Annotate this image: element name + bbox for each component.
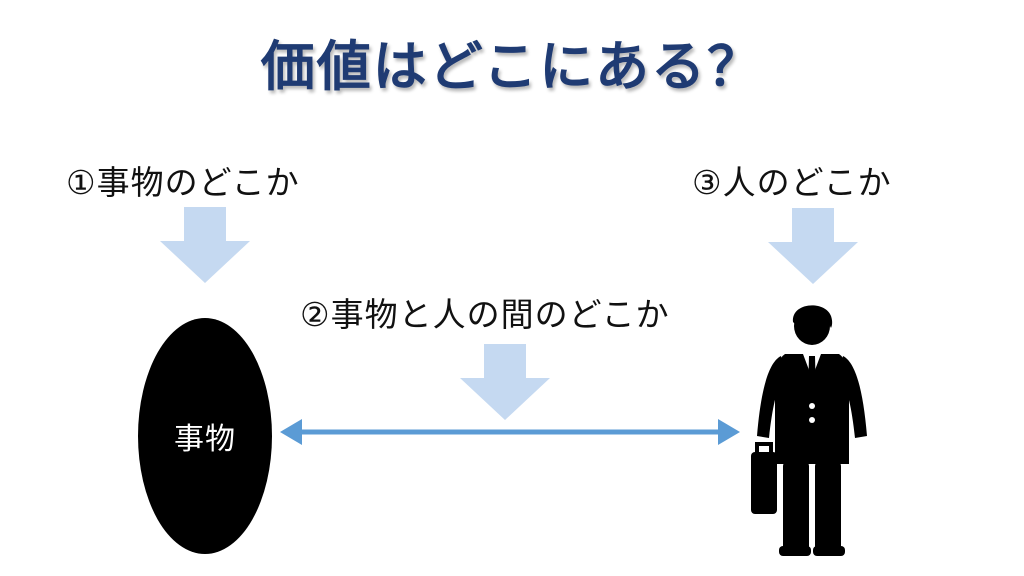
down-arrow-icon: [460, 344, 550, 420]
down-arrow-icon: [768, 208, 858, 284]
thing-ellipse: [138, 318, 272, 554]
page-title: 価値はどこにある？: [260, 35, 764, 98]
businessman-icon: [751, 305, 867, 556]
option-thing-label: ①事物のどこか: [66, 163, 300, 202]
option-person-label: ③人のどこか: [692, 163, 892, 202]
option-between-label: ②事物と人の間のどこか: [300, 295, 670, 334]
double-headed-arrow: [280, 419, 740, 445]
thing-label: 事物: [174, 422, 236, 457]
down-arrow-icon: [160, 207, 250, 283]
